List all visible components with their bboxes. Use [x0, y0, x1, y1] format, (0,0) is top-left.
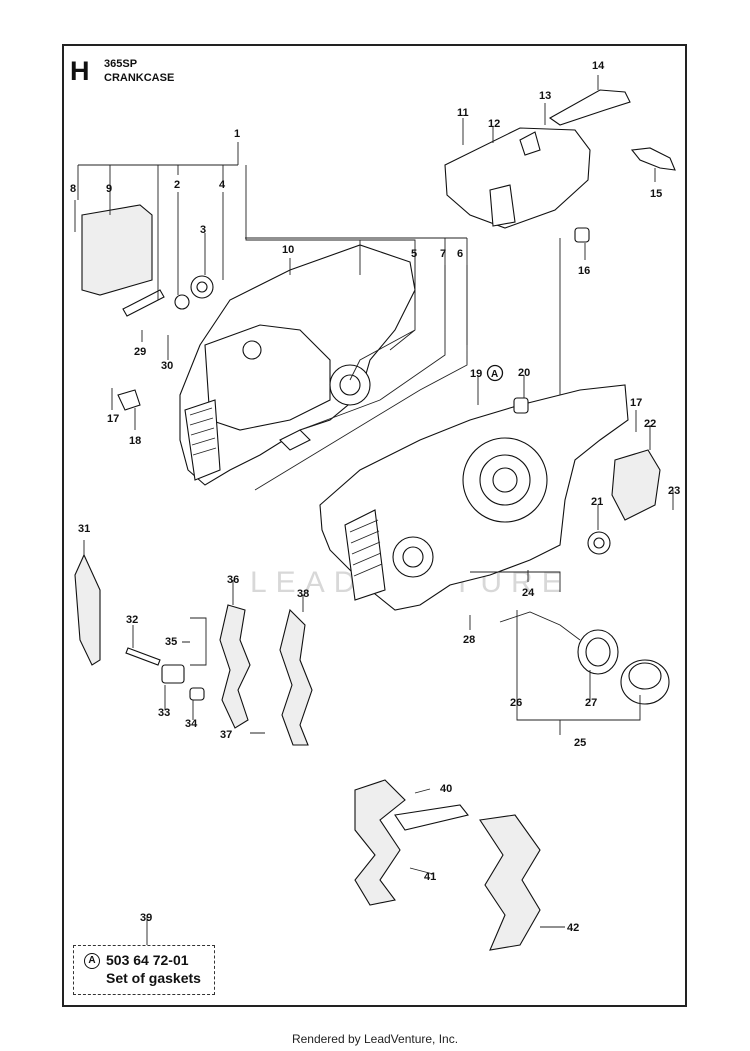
callout-39: 39 — [140, 912, 152, 924]
callout-25: 25 — [574, 737, 586, 749]
rubber-plug — [574, 227, 590, 243]
callout-20: 20 — [518, 367, 530, 379]
callout-numbers: 1 2 3 4 5 6 7 8 9 10 11 12 13 14 15 16 1… — [70, 60, 680, 934]
callout-3: 3 — [200, 224, 206, 236]
gasket-set-row: A 503 64 72-01 — [84, 952, 214, 969]
callout-37: 37 — [220, 729, 232, 741]
callout-8: 8 — [70, 183, 76, 195]
callout-22: 22 — [644, 418, 656, 430]
section-letter: H — [70, 56, 90, 86]
pin — [122, 289, 165, 317]
diagram-frame — [62, 44, 687, 1007]
callout-40: 40 — [440, 783, 452, 795]
bumper-42 — [479, 814, 541, 951]
callout-26: 26 — [510, 697, 522, 709]
callout-41: 41 — [424, 871, 436, 883]
bumper-36 — [219, 604, 251, 729]
footer-credit: Rendered by LeadVenture, Inc. — [291, 1032, 459, 1046]
callout-12: 12 — [488, 118, 500, 130]
gasket-description: Set of gaskets — [106, 970, 201, 986]
callout-11: 11 — [457, 107, 469, 119]
gasket-set-box: A 503 64 72-01 Set of gaskets — [73, 945, 215, 995]
callout-5: 5 — [411, 248, 417, 260]
callout-17-left: 17 — [107, 413, 119, 425]
callout-10: 10 — [282, 244, 294, 256]
washer-34 — [189, 687, 205, 701]
crankcase-left-half — [179, 244, 416, 486]
callout-29: 29 — [134, 346, 146, 358]
callout-7: 7 — [440, 248, 446, 260]
gasket-marker-19: A — [486, 364, 504, 382]
callout-2: 2 — [174, 179, 180, 191]
callout-23: 23 — [668, 485, 680, 497]
callout-16: 16 — [578, 265, 590, 277]
cover-22 — [611, 449, 661, 521]
plate-40 — [394, 804, 469, 831]
crankcase-right-half — [319, 384, 629, 611]
gasket-marker: A — [84, 952, 100, 969]
callout-33: 33 — [158, 707, 170, 719]
leader-lines — [74, 75, 674, 945]
callout-31: 31 — [78, 523, 90, 535]
callout-4: 4 — [219, 179, 226, 191]
callout-30: 30 — [161, 360, 173, 372]
callout-24: 24 — [522, 587, 535, 599]
spacer-33 — [161, 664, 185, 684]
callout-19: 19 — [470, 368, 482, 380]
callout-15: 15 — [650, 188, 662, 200]
heat-shield — [81, 204, 153, 296]
callout-21: 21 — [591, 496, 603, 508]
callout-18: 18 — [129, 435, 141, 447]
callout-38: 38 — [297, 588, 309, 600]
callout-32: 32 — [126, 614, 138, 626]
callout-27: 27 — [585, 697, 597, 709]
callout-1: 1 — [234, 128, 240, 140]
callout-13: 13 — [539, 90, 551, 102]
bumper-38 — [279, 608, 313, 746]
callout-17-right: 17 — [630, 397, 642, 409]
callout-34: 34 — [185, 718, 198, 730]
pickup-cable — [499, 611, 581, 641]
callout-28: 28 — [463, 634, 475, 646]
spring-clip — [630, 147, 676, 171]
callout-6: 6 — [457, 248, 463, 260]
clip-18 — [117, 389, 141, 411]
sleeve-20 — [513, 397, 529, 414]
throttle-rod — [548, 89, 631, 126]
callout-36: 36 — [227, 574, 239, 586]
gasket-marker-letter: A — [491, 369, 498, 380]
bolt-32 — [125, 647, 161, 666]
callout-42: 42 — [567, 922, 579, 934]
handle-tank-part — [444, 127, 591, 229]
model-name: 365SP — [104, 58, 138, 70]
bumper-41 — [354, 779, 406, 906]
callout-14: 14 — [592, 60, 605, 72]
sleeve — [174, 294, 190, 310]
plate-31 — [74, 553, 101, 666]
gasket-part-number: 503 64 72-01 — [106, 952, 189, 968]
callout-9: 9 — [106, 183, 112, 195]
callout-35: 35 — [165, 636, 177, 648]
page-title: CRANKCASE — [104, 72, 175, 84]
